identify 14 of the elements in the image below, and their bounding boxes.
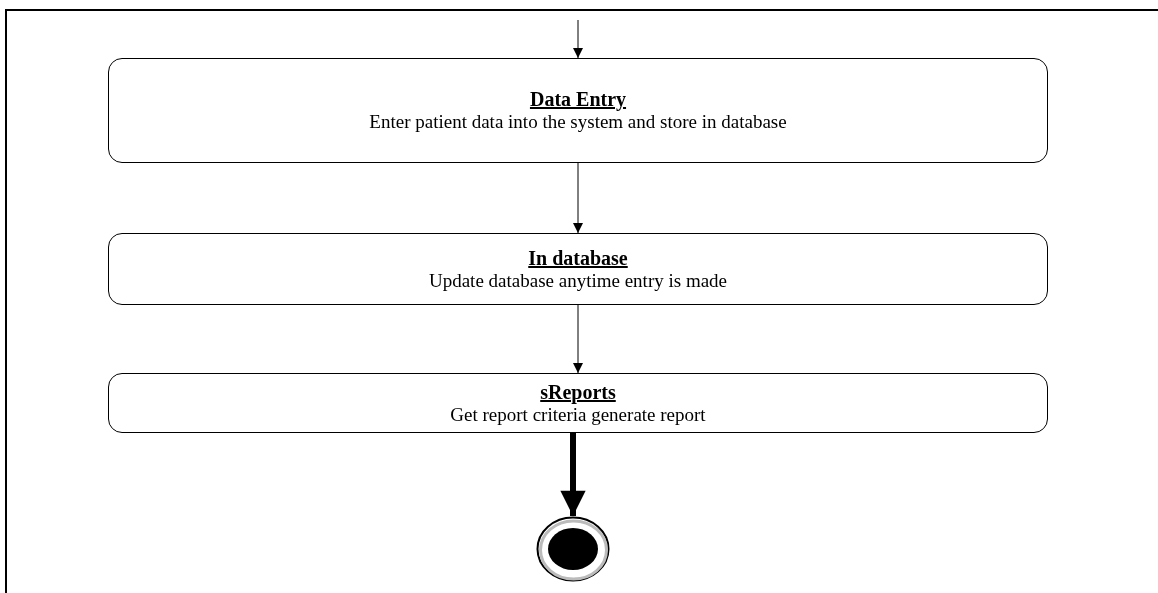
arrow [573, 19, 583, 59]
arrow [560, 433, 586, 516]
activity-description: Enter patient data into the system and store in database [369, 111, 787, 134]
activity-box [108, 58, 1048, 163]
arrow [573, 304, 583, 374]
activity-description: Update database anytime entry is made [428, 269, 728, 293]
final-state-circle [536, 516, 610, 582]
activity-box [108, 373, 1048, 433]
activity-title: Data Entry [529, 87, 627, 112]
activity-box [108, 233, 1048, 305]
arrow [573, 162, 583, 234]
activity-title: In database [528, 245, 628, 270]
activity-title: sReports [540, 379, 616, 404]
activity-description: Get report criteria generate report [450, 403, 706, 427]
